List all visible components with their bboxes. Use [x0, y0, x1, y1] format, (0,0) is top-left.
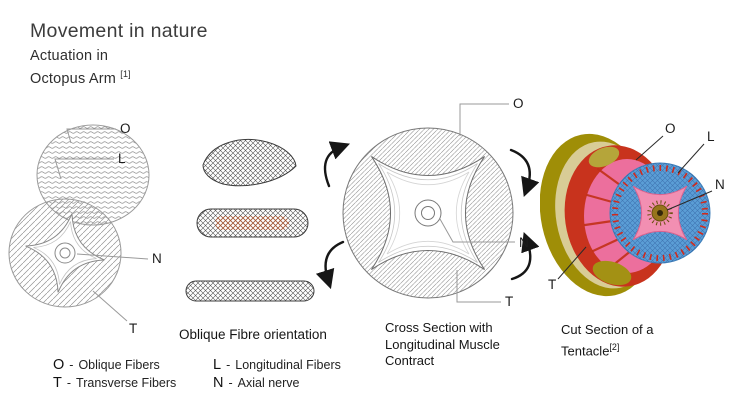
legend-label-oblique: Oblique Fibers	[78, 358, 160, 372]
caption-cross-line2: Longitudinal Muscle	[385, 336, 500, 352]
caption-tentacle-ref: [2]	[609, 341, 620, 352]
fibre-shape-extended	[185, 280, 315, 302]
page-title: Movement in nature	[30, 20, 208, 42]
subtitle-line2: Octopus Arm	[30, 70, 117, 87]
octopus-arm-art	[8, 124, 150, 308]
legend-separator: -	[228, 376, 233, 390]
caption-oblique-fibre: Oblique Fibre orientation	[179, 327, 327, 342]
legend-item-transverse: T - Transverse Fibers	[53, 375, 213, 391]
caption-tentacle: Cut Section of a Tentacle[2]	[561, 322, 654, 359]
caption-cross-section: Cross Section with Longitudinal Muscle C…	[385, 320, 500, 370]
caption-tentacle-line2: Tentacle[2]	[561, 339, 654, 360]
legend-separator: -	[69, 358, 74, 372]
slide-header: Movement in nature Actuation in Octopus …	[30, 20, 208, 88]
legend-label-longitudinal: Longitudinal Fibers	[235, 358, 341, 372]
legend-key-t: T	[53, 375, 62, 391]
label-o: O	[665, 121, 676, 136]
cross-section-figure: O N T	[315, 96, 540, 309]
octopus-arm-figure: O L N T	[8, 121, 162, 336]
caption-cross-line1: Cross Section with	[385, 320, 493, 335]
legend-item-axial-nerve: N - Axial nerve	[213, 375, 341, 391]
legend-label-axial-nerve: Axial nerve	[237, 376, 300, 390]
legend-item-longitudinal: L - Longitudinal Fibers	[213, 357, 341, 373]
legend-separator: -	[66, 376, 72, 390]
tentacle-leader-lines	[557, 135, 713, 280]
tentacle-figure: O L N T	[540, 121, 725, 297]
label-t: T	[129, 321, 137, 336]
legend-label-transverse: Transverse Fibers	[76, 376, 177, 390]
label-o: O	[513, 96, 524, 111]
label-t: T	[548, 277, 556, 292]
arrow-bottom-right	[510, 231, 540, 281]
fibre-shape-bent	[202, 139, 297, 187]
legend-key-n: N	[213, 375, 224, 391]
cross-section-labels: O N T	[505, 96, 529, 309]
caption-tentacle-line1: Cut Section of a	[561, 322, 654, 337]
oblique-fibre-shapes	[185, 139, 315, 302]
legend-key-o: O	[53, 357, 65, 373]
cross-section-leader-lines	[439, 103, 515, 303]
label-n: N	[152, 251, 162, 266]
octopus-arm-labels: O L N T	[118, 121, 162, 336]
subtitle-ref: [1]	[120, 68, 131, 79]
tentacle-labels: O L N T	[548, 121, 725, 292]
label-o: O	[120, 121, 131, 136]
legend-key-l: L	[213, 357, 222, 373]
subtitle-line1: Actuation in	[30, 48, 109, 64]
fibre-shape-contracted-core	[215, 216, 289, 230]
label-l: L	[707, 129, 715, 144]
tentacle-art	[540, 133, 711, 297]
label-n: N	[519, 235, 529, 250]
label-n: N	[715, 177, 725, 192]
arrow-top-left	[323, 141, 350, 188]
subtitle: Actuation in Octopus Arm [1]	[30, 48, 208, 88]
octopus-arm-leader-lines	[54, 128, 149, 322]
legend-separator: -	[226, 358, 231, 372]
arrow-bottom-left	[315, 240, 345, 290]
arrow-top-right	[509, 148, 540, 198]
rotation-arrows	[315, 141, 540, 290]
legend-item-oblique: O - Oblique Fibers	[53, 357, 213, 373]
caption-tentacle-word: Tentacle	[561, 342, 610, 358]
cross-section-art	[342, 127, 514, 299]
label-t: T	[505, 294, 513, 309]
legend: O - Oblique Fibers L - Longitudinal Fibe…	[53, 357, 341, 391]
oblique-fibre-figure	[185, 139, 315, 302]
caption-cross-line3: Contract	[385, 353, 435, 368]
label-l: L	[118, 151, 126, 166]
